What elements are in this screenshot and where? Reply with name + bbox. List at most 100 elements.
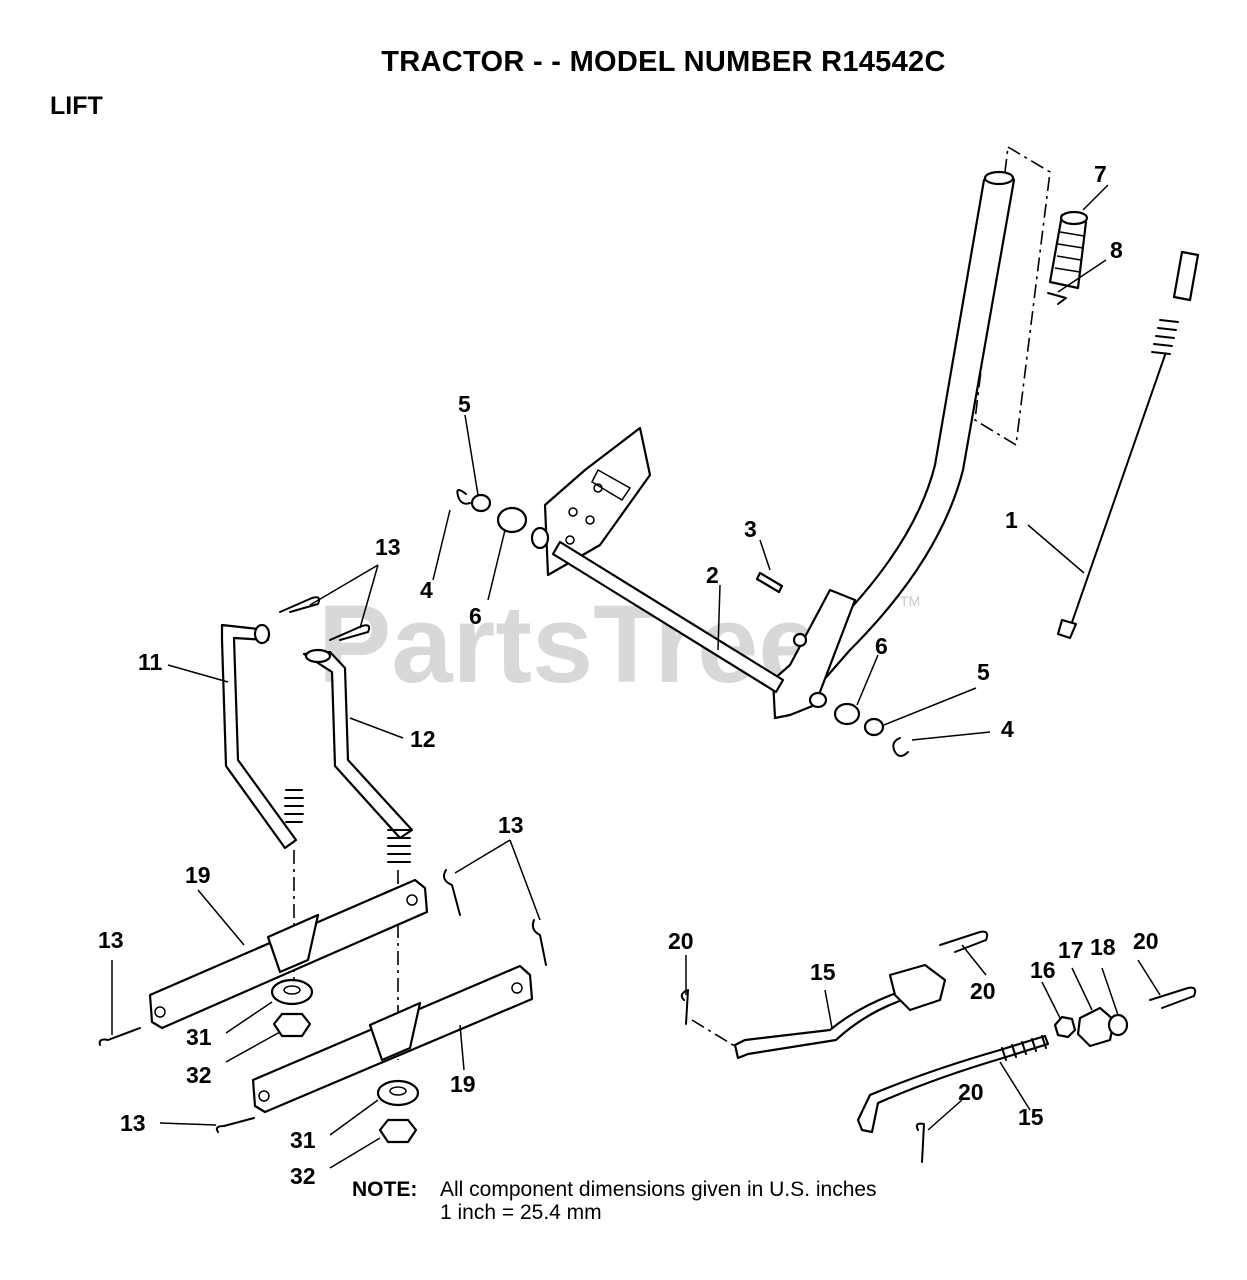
rod-lower-thread xyxy=(1001,1035,1047,1061)
lift-rod-spring xyxy=(1151,319,1179,355)
lift-arm-lower-hole-2 xyxy=(511,982,523,994)
callout-20-left: 20 xyxy=(668,928,694,954)
callout-11: 11 xyxy=(138,649,163,675)
mounting-plate xyxy=(543,426,652,577)
lift-rod xyxy=(1069,354,1166,629)
callout-19-lower: 19 xyxy=(450,1071,476,1097)
callout-13-left: 13 xyxy=(98,927,124,953)
lift-arm-upper-hole-1 xyxy=(154,1006,166,1018)
callout-7: 7 xyxy=(1094,161,1107,187)
callout-20-right: 20 xyxy=(1133,928,1159,954)
e-clip-left xyxy=(456,489,471,505)
hairpin-left xyxy=(98,1027,141,1046)
roll-pin xyxy=(755,571,784,594)
callout-13-mid: 13 xyxy=(498,812,524,838)
callout-6-right: 6 xyxy=(875,633,888,659)
leader-lines xyxy=(111,184,1161,1169)
callout-32-lower: 32 xyxy=(290,1163,316,1189)
callout-3: 3 xyxy=(744,516,757,542)
e-clip-right xyxy=(892,737,909,757)
callout-2: 2 xyxy=(706,562,719,588)
nut-upper xyxy=(272,1012,312,1038)
bracket-hole xyxy=(792,632,808,648)
lift-arm-upper-hole-2 xyxy=(406,894,418,906)
callout-20-mid: 20 xyxy=(970,978,996,1004)
plate-hole-4 xyxy=(565,535,575,545)
lift-link-right xyxy=(302,650,414,840)
grip-end xyxy=(1059,210,1089,226)
section-heading: LIFT xyxy=(50,92,103,120)
callout-8: 8 xyxy=(1110,237,1123,263)
link-left-hole xyxy=(253,623,271,645)
callout-31-lower: 31 xyxy=(290,1127,316,1153)
hairpin-mid-2 xyxy=(531,919,547,966)
callout-32-upper: 32 xyxy=(186,1062,212,1088)
adjust-rod-upper xyxy=(733,988,910,1060)
hairpin-20-left xyxy=(680,989,689,1025)
callout-31-upper: 31 xyxy=(186,1024,212,1050)
watermark-tm: TM xyxy=(900,593,920,609)
hairpin-20-top xyxy=(939,930,989,953)
bushing-left xyxy=(496,506,528,534)
callout-13-bottom: 13 xyxy=(120,1110,146,1136)
note-label: NOTE: xyxy=(352,1178,418,1201)
lift-rod-end xyxy=(1056,618,1078,640)
plate-hole-3 xyxy=(585,515,595,525)
spacer-upper-bore xyxy=(283,985,301,995)
page-title: TRACTOR - - MODEL NUMBER R14542C xyxy=(381,46,946,78)
link-left-thread xyxy=(284,789,304,823)
hairpin-upper-2 xyxy=(329,624,371,641)
spacer-upper xyxy=(270,978,314,1006)
plate-hole-2 xyxy=(568,507,578,517)
hairpin-upper-1 xyxy=(279,596,321,613)
grip-ribs xyxy=(1054,231,1085,273)
shaft-end-right xyxy=(808,691,828,709)
plate-slot xyxy=(591,468,632,502)
link-right-hole xyxy=(304,648,332,664)
washer-right xyxy=(863,717,885,737)
rod-upper-bracket xyxy=(888,963,947,1012)
callout-5-right: 5 xyxy=(977,659,990,685)
swivel-bushing xyxy=(1107,1013,1129,1037)
callout-13-top: 13 xyxy=(375,534,401,560)
callout-19-upper: 19 xyxy=(185,862,211,888)
lift-arm-lower-hole-1 xyxy=(258,1090,270,1102)
swivel-block xyxy=(1076,1006,1116,1048)
hairpin-mid-1 xyxy=(443,869,461,916)
note-line-2: 1 inch = 25.4 mm xyxy=(440,1201,602,1224)
watermark-text: PartsTree xyxy=(318,583,819,706)
callout-17: 17 xyxy=(1058,937,1084,963)
jam-nut xyxy=(1053,1015,1077,1039)
callout-12: 12 xyxy=(410,726,436,752)
alignment-line-rod xyxy=(691,1019,739,1049)
hairpin-20-right xyxy=(1149,986,1197,1009)
callout-4-left: 4 xyxy=(420,577,433,603)
callout-15-lower: 15 xyxy=(1018,1104,1044,1130)
dimensions-note: NOTE:All component dimensions given in U… xyxy=(352,1178,877,1224)
plate-hole-1 xyxy=(593,483,603,493)
callout-18: 18 xyxy=(1090,934,1116,960)
callout-5-left: 5 xyxy=(458,391,471,417)
callout-1: 1 xyxy=(1005,507,1018,533)
spacer-lower-bore xyxy=(389,1086,407,1096)
link-right-thread xyxy=(387,829,411,863)
hairpin-20-bottom xyxy=(915,1122,925,1163)
lift-arm-lower-boss xyxy=(368,1001,422,1062)
bushing-right xyxy=(833,702,861,726)
cross-shaft xyxy=(551,540,785,694)
callout-15-upper: 15 xyxy=(810,959,836,985)
callout-4-right: 4 xyxy=(1001,716,1014,742)
nut-lower xyxy=(378,1118,418,1144)
lift-arm-upper-boss xyxy=(266,913,320,974)
handle-top-end xyxy=(983,170,1015,186)
hairpin-bottom xyxy=(215,1117,255,1133)
shaft-end-left xyxy=(530,526,550,550)
washer-left xyxy=(470,493,492,513)
callout-16: 16 xyxy=(1030,957,1056,983)
spacer-lower xyxy=(376,1079,420,1107)
lift-rod-knob xyxy=(1172,250,1200,302)
grip-clip xyxy=(1047,292,1067,305)
callout-20-bottom: 20 xyxy=(958,1079,984,1105)
callout-6-left: 6 xyxy=(469,603,482,629)
